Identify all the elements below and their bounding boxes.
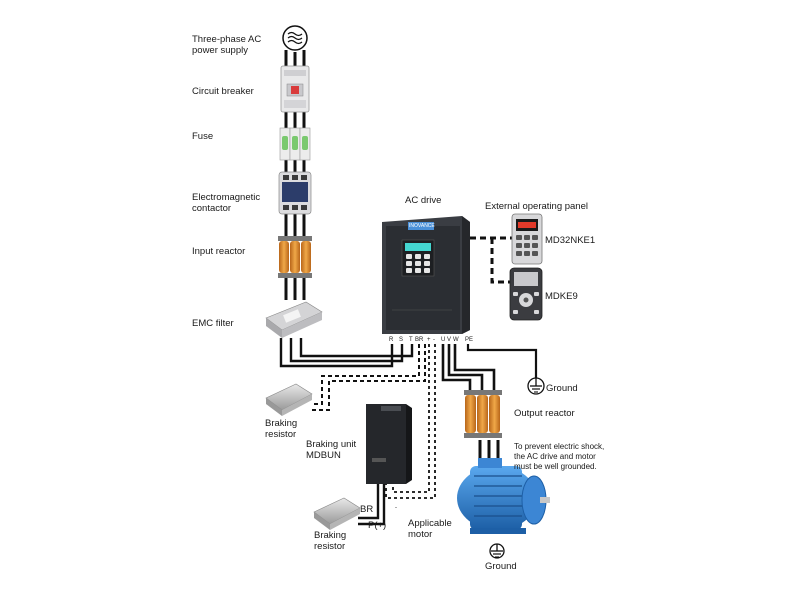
warning-line1: To prevent electric shock, xyxy=(514,442,605,451)
braking-unit-label-line1: Braking unit xyxy=(306,439,357,450)
terminal-plus: + xyxy=(427,337,431,343)
terminal-pe: PE xyxy=(465,337,474,343)
external-panel-label: External operating panel xyxy=(485,201,588,212)
fuse-icon xyxy=(279,127,311,161)
ac-drive-label: AC drive xyxy=(405,195,442,206)
keypad-mdke9-icon xyxy=(509,267,543,321)
terminal-br: BR xyxy=(415,337,424,343)
braking-term-p: P(+) xyxy=(368,520,387,531)
emc-to-drive-wires xyxy=(279,338,414,368)
ground-bottom-label: Ground xyxy=(485,561,517,572)
braking-resistor-bottom-label-line1: Braking xyxy=(314,530,347,541)
terminal-s: S xyxy=(399,337,404,343)
terminal-minus: - xyxy=(433,337,435,343)
motor-label-line2: motor xyxy=(408,529,433,540)
pe-ground-wire xyxy=(466,344,538,378)
motor-label-line1: Applicable xyxy=(408,518,452,529)
output-wires xyxy=(441,344,496,390)
panel-link-wires xyxy=(470,236,512,284)
terminal-v: V xyxy=(447,337,452,343)
drive-brand-label: INOVANCE xyxy=(409,223,435,229)
supply-label-line1: Three-phase AC xyxy=(192,34,262,45)
braking-resistor-top-label-line1: Braking xyxy=(265,418,298,429)
terminal-r: R xyxy=(389,337,394,343)
braking-term-br: BR xyxy=(360,504,374,515)
output-reactor-icon xyxy=(464,390,502,438)
braking-unit-icon xyxy=(366,404,412,484)
warning-line3: must be well grounded. xyxy=(514,462,597,471)
contactor-label-line1: Electromagnetic xyxy=(192,192,261,203)
warning-line2: the AC drive and motor xyxy=(514,452,596,461)
input-reactor-label: Input reactor xyxy=(192,246,246,257)
braking-unit-label-line2: MDBUN xyxy=(306,450,341,461)
keypad-2-label: MDKE9 xyxy=(545,291,578,302)
input-reactor-icon xyxy=(278,236,312,278)
keypad-1-label: MD32NKE1 xyxy=(545,235,596,246)
output-reactor-label: Output reactor xyxy=(514,408,575,419)
braking-resistor-bottom-icon xyxy=(313,497,361,530)
ground-bottom-icon xyxy=(489,543,505,559)
braking-resistor-top-wires xyxy=(312,344,426,411)
ground-top-label: Ground xyxy=(546,383,578,394)
supply-wires xyxy=(284,50,306,300)
keypad-md32nke1-icon xyxy=(511,213,543,265)
terminal-w: W xyxy=(453,337,459,343)
fuse-label: Fuse xyxy=(192,131,214,142)
terminal-t: T xyxy=(409,337,413,343)
braking-resistor-top-label-line2: resistor xyxy=(265,429,297,440)
motor-icon xyxy=(457,458,550,534)
braking-resistor-bottom-wires xyxy=(358,484,386,526)
ac-supply-icon xyxy=(282,25,308,51)
terminal-u: U xyxy=(441,337,446,343)
breaker-label: Circuit breaker xyxy=(192,86,254,97)
emc-filter-icon xyxy=(265,301,323,338)
braking-unit-wires xyxy=(385,344,436,499)
braking-resistor-bottom-label-line2: resistor xyxy=(314,541,346,552)
braking-term-minus: - xyxy=(395,505,397,511)
supply-label-line2: power supply xyxy=(192,45,248,56)
ground-top-icon xyxy=(527,377,545,395)
circuit-breaker-icon xyxy=(280,65,310,113)
contactor-icon xyxy=(278,171,312,215)
emc-filter-label: EMC filter xyxy=(192,318,234,329)
contactor-label-line2: contactor xyxy=(192,203,232,214)
ac-drive-icon xyxy=(382,216,470,334)
braking-resistor-top-icon xyxy=(265,383,313,416)
